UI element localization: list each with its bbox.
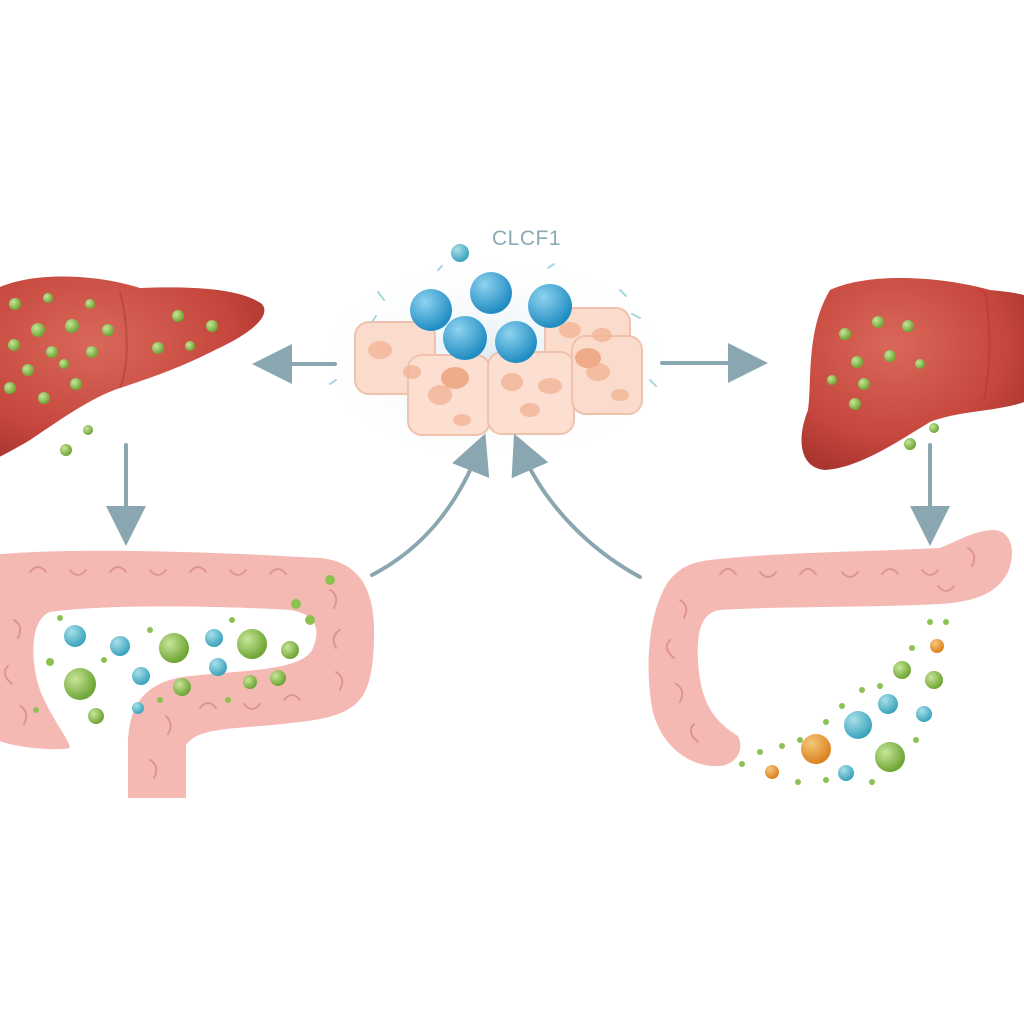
arrow-right-intestine-to-adipose <box>511 433 642 579</box>
intestine-left-icon <box>0 550 375 798</box>
clcf1-particles-icon <box>329 244 657 387</box>
lipid-droplets-left <box>4 293 218 456</box>
microbes-left <box>33 575 335 724</box>
arrow-left-intestine-to-adipose <box>370 433 490 577</box>
microbes-right <box>739 619 949 785</box>
liver-right-icon <box>801 277 1024 470</box>
intestine-right-icon <box>648 530 1012 785</box>
clcf1-label: CLCF1 <box>492 227 561 250</box>
lipid-droplets-right <box>827 316 939 450</box>
liver-left-icon <box>0 276 265 457</box>
adipose-tissue-icon <box>354 307 643 436</box>
arrows <box>106 343 950 579</box>
